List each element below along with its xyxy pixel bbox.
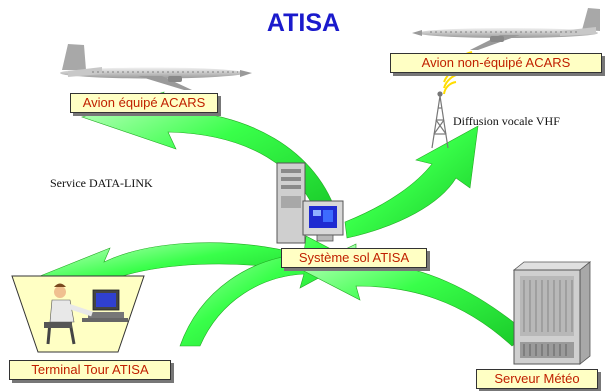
weather-server-rack-icon (512, 261, 592, 365)
antenna-tower-icon (431, 91, 449, 149)
datalink-annotation: Service DATA-LINK (50, 176, 153, 190)
weather-server-label: Serveur Météo (476, 369, 598, 389)
tower-terminal-illustration (11, 275, 145, 353)
aircraft-equipped-label: Avion équipé ACARS (70, 93, 218, 113)
aircraft-not-equipped-icon (412, 8, 600, 50)
tower-terminal-label: Terminal Tour ATISA (9, 360, 171, 380)
aircraft-not-equipped-label: Avion non-équipé ACARS (390, 53, 602, 73)
diagram-title: ATISA (266, 9, 341, 37)
vhf-arrow (344, 125, 479, 239)
ground-system-computer-icon (276, 162, 344, 244)
vhf-annotation: Diffusion vocale VHF (453, 114, 560, 128)
aircraft-equipped-icon (60, 44, 252, 90)
ground-system-label: Système sol ATISA (281, 248, 427, 268)
